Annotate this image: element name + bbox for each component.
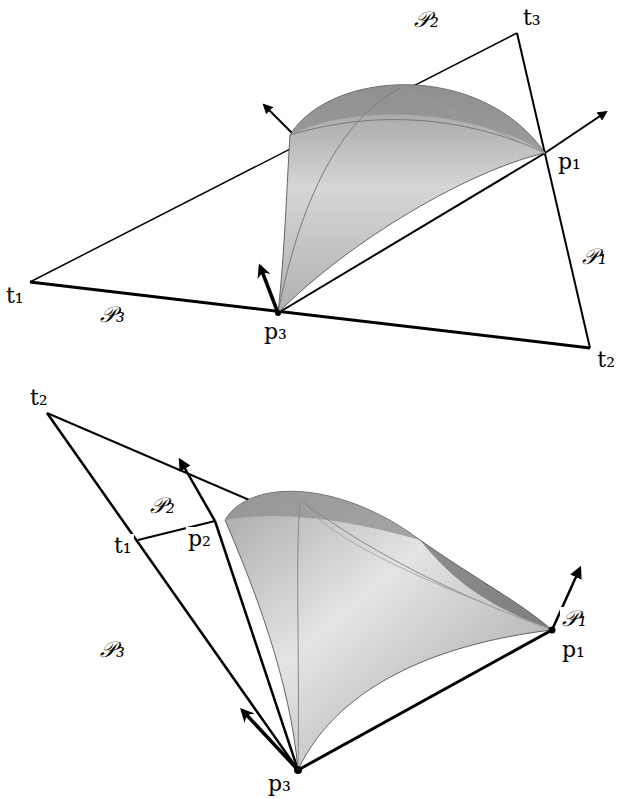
point-label: p₁ bbox=[556, 150, 583, 174]
patch-label: 𝒫₂ bbox=[148, 494, 177, 518]
patch-label: 𝒫₃ bbox=[98, 303, 127, 327]
patch-label: 𝒫₁ bbox=[580, 245, 609, 269]
point-label: p₁ bbox=[560, 638, 587, 662]
point-label: p₃ bbox=[266, 772, 293, 796]
lower-figure bbox=[47, 413, 580, 774]
patch-label: 𝒫₃ bbox=[98, 638, 127, 662]
point-label: p₃ bbox=[262, 320, 289, 344]
point-label: t₃ bbox=[521, 6, 543, 30]
patch-label: 𝒫₂ bbox=[412, 8, 441, 32]
point-label: t₂ bbox=[595, 348, 617, 372]
point-label: t₁ bbox=[112, 534, 134, 558]
point-label: t₂ bbox=[28, 386, 50, 410]
upper-figure bbox=[30, 33, 606, 348]
point-label: p₂ bbox=[186, 527, 213, 551]
patch-label: 𝒫₁ bbox=[560, 607, 589, 631]
point-label: t₁ bbox=[4, 284, 26, 308]
